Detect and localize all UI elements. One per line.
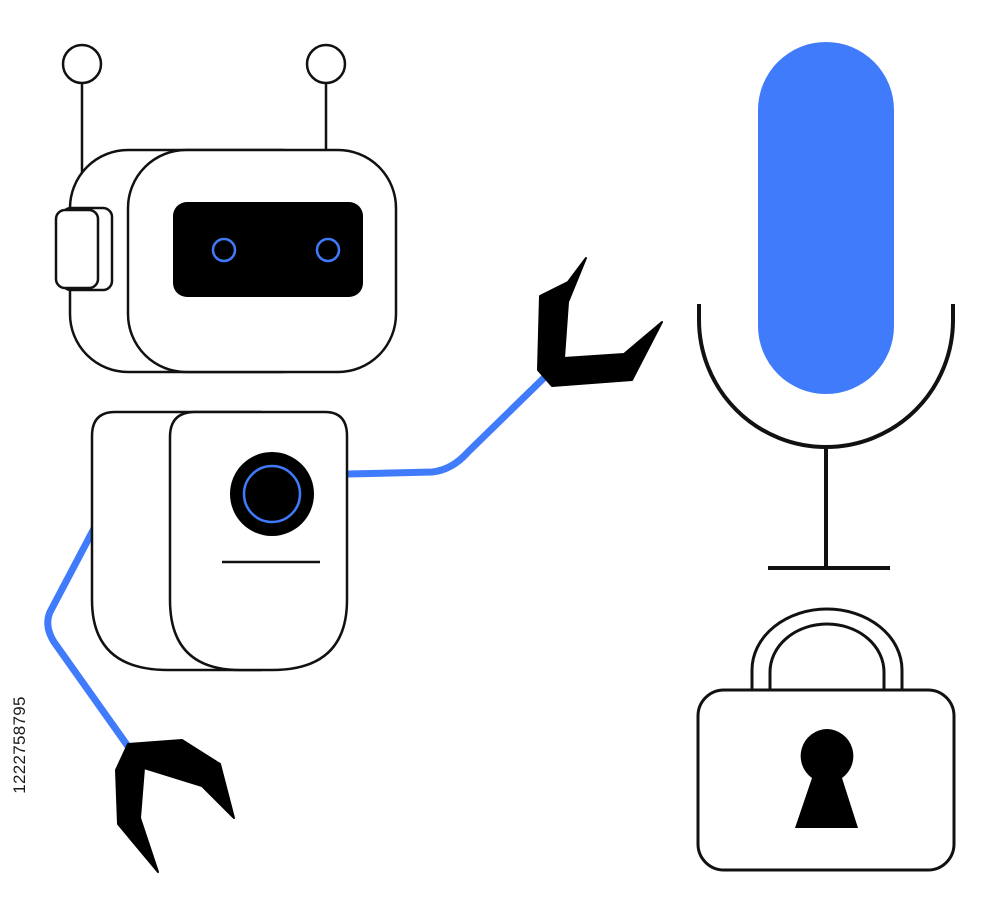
stock-id-text: 1222758795 — [10, 696, 30, 794]
stock-id-watermark: 1222758795 — [4, 670, 36, 820]
robot-arm-right — [344, 366, 556, 478]
robot-eye-left — [211, 237, 237, 263]
robot-claw-left — [115, 739, 235, 873]
robot-arm-left — [44, 460, 136, 756]
robot-eye-right — [315, 237, 341, 263]
microphone-capsule — [758, 42, 894, 394]
robot-icon — [44, 43, 663, 873]
robot-chest-button — [230, 452, 314, 536]
robot-claw-right — [537, 257, 663, 387]
padlock-shackle — [750, 607, 904, 690]
padlock-icon — [696, 607, 956, 872]
robot-body — [90, 410, 349, 672]
robot-antennas — [61, 43, 347, 215]
robot-visor — [173, 202, 363, 297]
microphone-icon — [697, 42, 955, 570]
microphone-cradle — [697, 304, 955, 449]
keyhole-icon — [795, 729, 858, 828]
